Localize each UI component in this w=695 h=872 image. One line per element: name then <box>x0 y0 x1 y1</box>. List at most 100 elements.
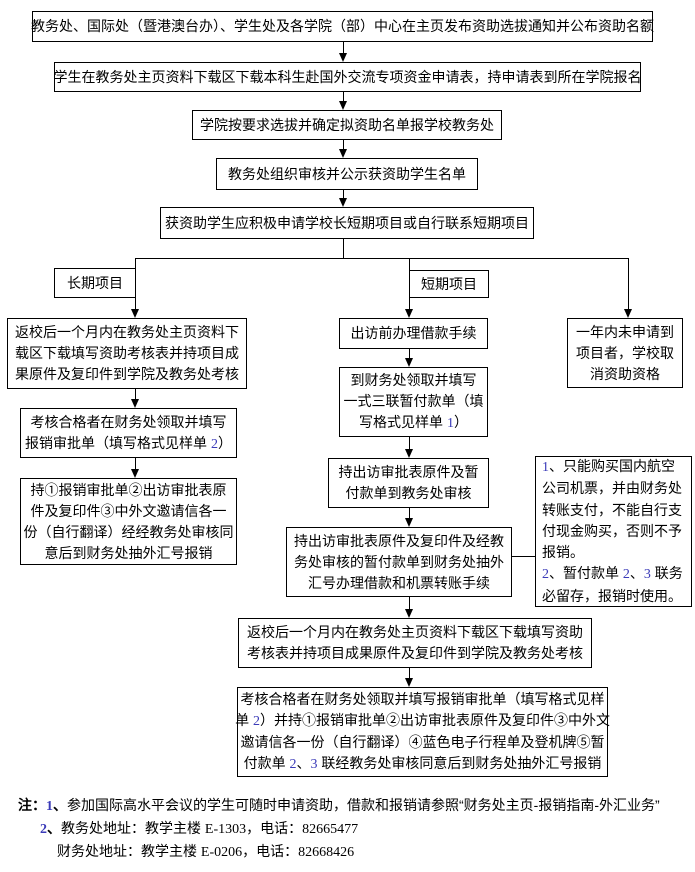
text-line: 汇号办理借款和机票转账手续 <box>308 573 490 594</box>
text-segment: 一式三联暂付款单（填 <box>343 393 484 409</box>
box-short-jwc-verify: 持出访审批表原件及暂付款单到教务处审核 <box>328 458 489 508</box>
arrow-stem <box>409 437 410 450</box>
text-segment: 转账支付，不能自行支 <box>542 501 682 518</box>
text-segment: 获资助学生应积极申请学校长短期项目或自行联系短期项目 <box>165 214 529 231</box>
text-segment-num: 1 <box>446 416 454 431</box>
arrow-down <box>339 140 348 158</box>
text-line: 付款单 2、3 联经教务处审核同意后到财务处抽外汇号报销 <box>244 753 602 775</box>
text-segment: 必留存，报销时使用。 <box>542 587 682 604</box>
text-segment-code: 82668426 <box>298 845 355 860</box>
text-line: 考核合格者在财务处领取并填写 <box>31 412 227 433</box>
footnote-3: 财务处地址：教学主楼 E-0206，电话：82668426 <box>57 841 354 863</box>
arrow-stem <box>343 190 344 199</box>
arrow-stem <box>409 668 410 679</box>
arrow-down <box>405 349 414 367</box>
text-line: 一式三联暂付款单（填 <box>344 391 484 412</box>
arrowhead-icon <box>624 309 632 318</box>
text-segment: 、只能购买国内航空 <box>549 457 675 474</box>
text-line: 学生在教务处主页资料下载区下载本科生赴国外交流专项资金申请表，持申请表到所在学院… <box>54 67 642 88</box>
text-segment: 邀请信各一份（自行翻译）④蓝色电子行程单及登机牌⑤暂 <box>240 734 605 750</box>
text-segment: 报销。 <box>542 544 584 561</box>
arrowhead-icon <box>405 609 413 618</box>
text-segment-num: 1 <box>542 459 549 475</box>
arrowhead-icon <box>405 449 413 458</box>
text-segment: 参加国际高水平会议的学生可随时申请资助，借款和报销请参照“财务处主页-报销指南-… <box>67 797 660 813</box>
box-college-selection: 学院按要求选拔并确定拟资助名单报学校教务处 <box>192 110 502 140</box>
text-line: 出访前办理借款手续 <box>351 323 477 344</box>
text-line: 返校后一个月内在教务处主页资料下载区下载填写资助 <box>247 622 583 643</box>
arrowhead-icon <box>339 149 347 158</box>
text-line: 邀请信各一份（自行翻译）④蓝色电子行程单及登机牌⑤暂 <box>241 732 605 753</box>
text-segment: 务处审核的暂付款单到财务处抽外 <box>294 553 504 570</box>
text-segment: ，电话： <box>242 843 299 859</box>
arrowhead-icon <box>405 309 413 318</box>
text-line: 财务处地址：教学主楼 E-0206，电话：82668426 <box>57 841 354 863</box>
arrow-stem <box>409 349 410 359</box>
text-segment-code: 82665477 <box>302 822 359 837</box>
text-segment: 长期项目 <box>67 274 123 291</box>
arrowhead-icon <box>339 53 347 62</box>
text-segment: 到财务处领取并填写 <box>350 372 477 388</box>
arrow-down <box>131 389 140 408</box>
text-segment: ）并持①报销审批单②出访审批表原件及复印件③中外文 <box>259 712 610 728</box>
box-long-assessment: 返校后一个月内在教务处主页资料下载区下载填写资助考核表并持项目成果原件及复印件到… <box>7 318 247 389</box>
arrow-down <box>405 668 414 687</box>
arrow-down <box>405 597 414 618</box>
note-connector-line <box>512 556 535 557</box>
arrowhead-icon <box>339 101 347 110</box>
arrow-stem <box>135 458 136 470</box>
text-line: 一年内未申请到 <box>576 322 674 343</box>
text-segment: 教务处、国际处（暨港澳台办）、学生处及各学院（部）中心在主页发布资助选拔通知并公… <box>31 18 654 34</box>
text-segment: 付现金购买，否则不予 <box>542 522 682 539</box>
text-segment: ） <box>217 434 232 451</box>
text-line: 教务处组织审核并公示获资助学生名单 <box>228 164 466 185</box>
text-segment: 写格式见样单 <box>359 414 447 430</box>
text-segment: 付款单到教务处审核 <box>345 485 472 501</box>
text-segment: 单 <box>235 712 253 728</box>
text-line: 意后到财务处抽外汇号报销 <box>45 543 213 564</box>
text-segment: 返校后一个月内在教务处主页资料下载区下载填写资助 <box>247 624 583 640</box>
arrow-down <box>339 42 348 62</box>
arrow-branch-cancel <box>624 258 633 318</box>
text-segment: 返校后一个月内在教务处主页资料下 <box>15 324 239 340</box>
text-segment: 财务处地址：教学主楼 <box>57 843 201 859</box>
text-line: 持出访审批表原件及暂 <box>339 462 479 483</box>
text-line: 考核表并持项目成果原件及复印件到学院及教务处考核 <box>247 643 583 664</box>
text-line: 消资助资格 <box>590 364 660 385</box>
box-publish-notice: 教务处、国际处（暨港澳台办）、学生处及各学院（部）中心在主页发布资助选拔通知并公… <box>31 11 654 42</box>
box-short-assessment: 返校后一个月内在教务处主页资料下载区下载填写资助考核表并持项目成果原件及复印件到… <box>238 618 592 668</box>
text-line: 转账支付，不能自行支 <box>542 500 682 521</box>
text-line: 务处审核的暂付款单到财务处抽外 <box>294 552 504 573</box>
text-segment: 份（自行翻译）经经教务处审核同 <box>23 523 234 540</box>
label-short-term: 短期项目 <box>409 270 489 298</box>
text-line: 项目者，学校取 <box>576 343 674 364</box>
arrow-stem <box>409 508 410 519</box>
text-segment: 持出访审批表原件及暂 <box>338 464 479 480</box>
text-segment-num: 2 <box>289 757 297 772</box>
text-line: 注：1、参加国际高水平会议的学生可随时申请资助，借款和报销请参照“财务处主页-报… <box>18 795 660 817</box>
text-line: 报销。 <box>542 542 584 563</box>
arrow-stem <box>343 92 344 102</box>
text-line: 持①报销审批单②出访审批表原 <box>31 480 227 501</box>
text-segment: 公司机票，并由财务处 <box>542 480 682 497</box>
box-short-reimburse-submit: 考核合格者在财务处领取并填写报销审批单（填写格式见样单 2）并持①报销审批单②出… <box>235 687 610 777</box>
arrowhead-icon <box>131 399 139 408</box>
text-segment: 持①报销审批单②出访审批表原 <box>30 481 227 498</box>
box-short-loan-procedure: 出访前办理借款手续 <box>339 318 488 349</box>
box-ticket-payment-note: 1、只能购买国内航空公司机票，并由财务处转账支付，不能自行支付现金购买，否则不予… <box>535 456 692 607</box>
box-short-voucher-fill: 到财务处领取并填写一式三联暂付款单（填写格式见样单 1） <box>339 367 488 437</box>
text-segment: 一年内未申请到 <box>576 323 674 340</box>
text-line: 教务处、国际处（暨港澳台办）、学生处及各学院（部）中心在主页发布资助选拔通知并公… <box>31 16 654 37</box>
text-segment-num: 2 <box>622 567 630 583</box>
text-line: 载区下载填写资助考核表并持项目成 <box>15 343 239 364</box>
text-segment: 果原件及复印件到学院及教务处考核 <box>15 366 239 382</box>
text-line: 件及复印件③中外文邀请信各一 <box>31 501 227 522</box>
arrow-down <box>339 92 348 110</box>
text-segment: 联务 <box>650 565 683 582</box>
text-line: 写格式见样单 1） <box>359 412 468 434</box>
text-segment-code: E-1303 <box>204 822 247 837</box>
arrowhead-icon <box>405 358 413 367</box>
text-segment: 项目者，学校取 <box>576 344 674 361</box>
text-line: 报销审批单（填写格式见样单 2） <box>25 433 232 455</box>
